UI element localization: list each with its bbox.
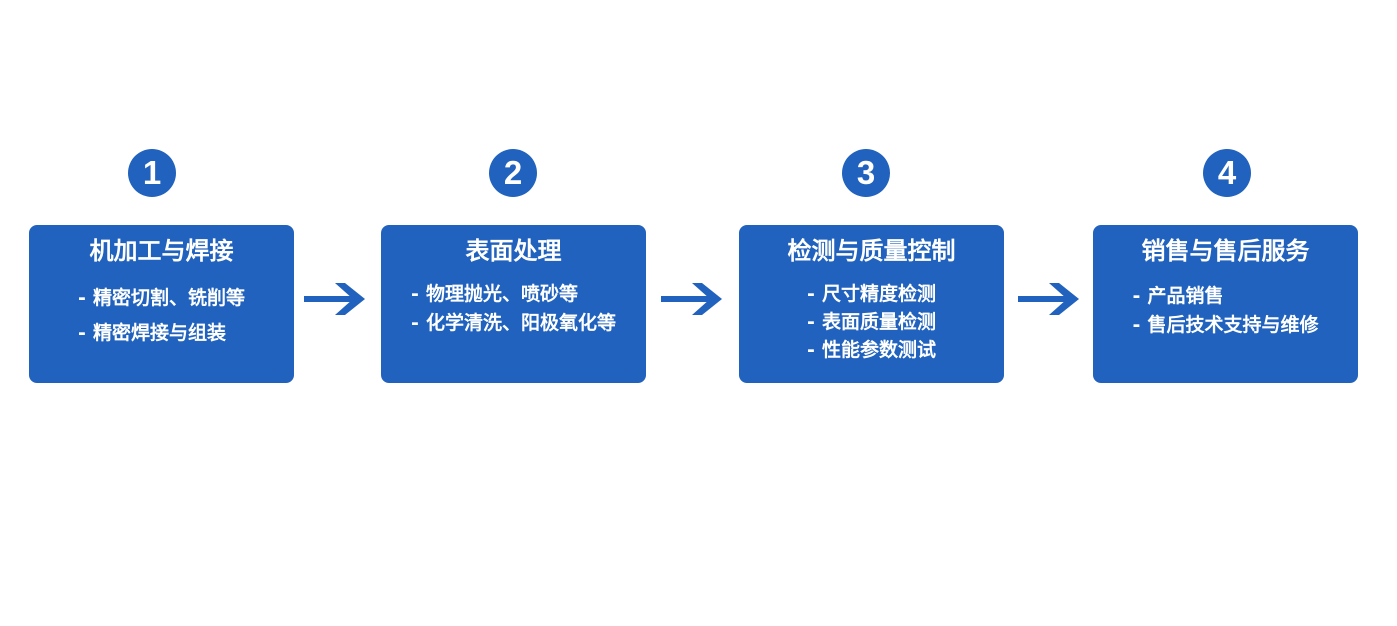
arrow-right-icon — [661, 283, 722, 315]
step-1-item-list: -精密切割、铣削等 -精密焊接与组装 — [78, 281, 245, 351]
step-3-item-text: 性能参数测试 — [821, 339, 936, 361]
bullet-dash: - — [410, 283, 419, 305]
bullet-dash: - — [77, 287, 86, 309]
bullet-dash: - — [77, 322, 86, 344]
step-1-items: -精密切割、铣削等 -精密焊接与组装 — [29, 281, 294, 351]
step-4-item: -产品销售 — [1132, 282, 1318, 311]
step-4-items: -产品销售 -售后技术支持与维修 — [1093, 282, 1358, 340]
step-1-item-text: 精密焊接与组装 — [92, 322, 226, 344]
step-3-item: -性能参数测试 — [807, 336, 936, 364]
step-4-item: -售后技术支持与维修 — [1132, 311, 1318, 340]
step-4-number-badge: 4 — [1203, 149, 1251, 197]
step-1-number-badge: 1 — [128, 149, 176, 197]
bullet-dash: - — [806, 311, 815, 333]
step-2-items: -物理抛光、喷砂等 -化学清洗、阳极氧化等 — [381, 280, 646, 338]
step-3-title: 检测与质量控制 — [787, 237, 956, 265]
bullet-dash: - — [806, 339, 815, 361]
step-1-item: -精密切割、铣削等 — [78, 281, 245, 316]
step-1-item-text: 精密切割、铣削等 — [92, 287, 245, 309]
step-1-item: -精密焊接与组装 — [78, 316, 245, 351]
step-2-item: -化学清洗、阳极氧化等 — [411, 309, 616, 338]
step-4-item-list: -产品销售 -售后技术支持与维修 — [1132, 282, 1318, 340]
step-2-box: 表面处理 -物理抛光、喷砂等 -化学清洗、阳极氧化等 — [381, 225, 646, 383]
step-4-title: 销售与售后服务 — [1141, 237, 1310, 265]
step-1-box: 机加工与焊接 -精密切割、铣削等 -精密焊接与组装 — [29, 225, 294, 383]
step-3-items: -尺寸精度检测 -表面质量检测 -性能参数测试 — [739, 280, 1004, 364]
step-4-item-text: 产品销售 — [1147, 285, 1224, 307]
step-4-box: 销售与售后服务 -产品销售 -售后技术支持与维修 — [1093, 225, 1358, 383]
bullet-dash: - — [1132, 314, 1141, 336]
step-2-number-badge: 2 — [489, 149, 537, 197]
step-4-item-text: 售后技术支持与维修 — [1147, 314, 1319, 336]
step-3-item: -表面质量检测 — [807, 308, 936, 336]
step-2-item: -物理抛光、喷砂等 — [411, 280, 616, 309]
step-3-item: -尺寸精度检测 — [807, 280, 936, 308]
bullet-dash: - — [410, 312, 419, 334]
bullet-dash: - — [1132, 285, 1141, 307]
arrow-right-icon — [1018, 283, 1079, 315]
step-3-item-text: 尺寸精度检测 — [821, 283, 936, 305]
step-3-item-list: -尺寸精度检测 -表面质量检测 -性能参数测试 — [807, 280, 936, 364]
bullet-dash: - — [806, 283, 815, 305]
step-2-item-text: 物理抛光、喷砂等 — [425, 283, 578, 305]
step-2-title: 表面处理 — [465, 237, 562, 265]
arrow-right-icon — [304, 283, 365, 315]
step-1-title: 机加工与焊接 — [89, 237, 234, 265]
step-2-item-text: 化学清洗、阳极氧化等 — [425, 312, 616, 334]
step-3-number-badge: 3 — [842, 149, 890, 197]
step-3-box: 检测与质量控制 -尺寸精度检测 -表面质量检测 -性能参数测试 — [739, 225, 1004, 383]
step-3-item-text: 表面质量检测 — [821, 311, 936, 333]
step-2-item-list: -物理抛光、喷砂等 -化学清洗、阳极氧化等 — [411, 280, 616, 338]
